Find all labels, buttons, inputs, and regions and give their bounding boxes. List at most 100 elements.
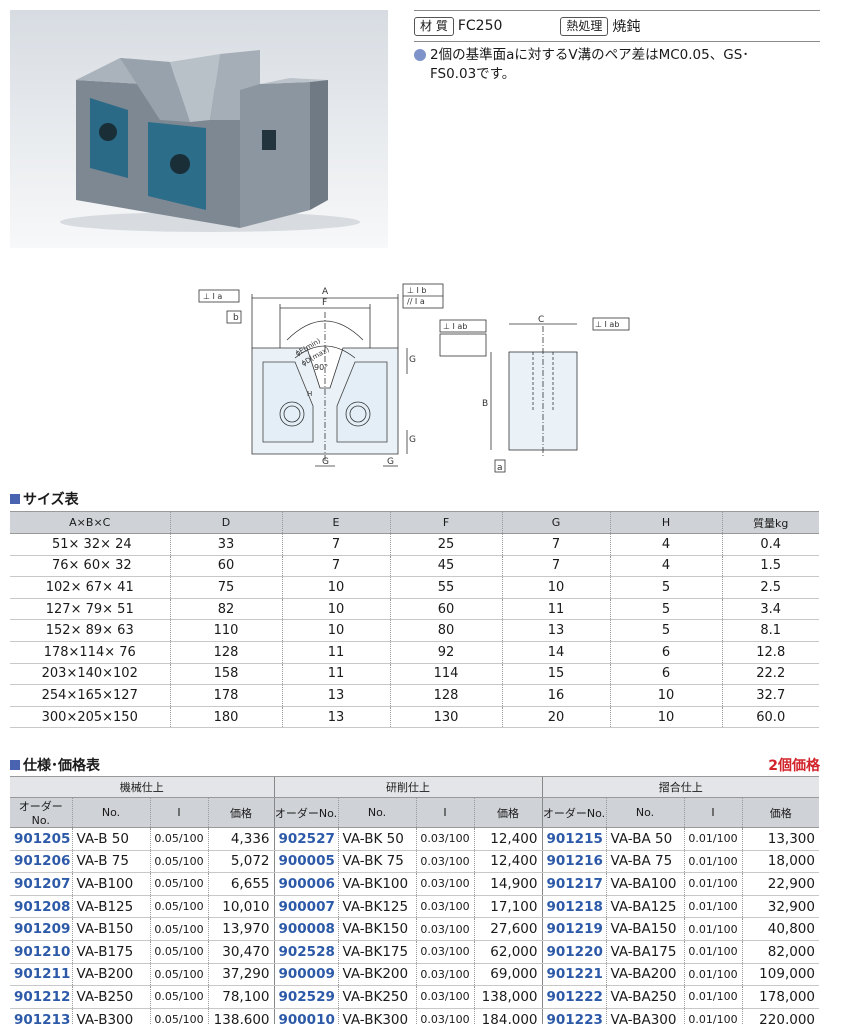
- front-view: [251, 294, 408, 467]
- tolerance: 0.05/100: [149, 1008, 208, 1024]
- size-cell: 2.5: [721, 576, 819, 599]
- tolerance: 0.03/100: [415, 1008, 474, 1024]
- size-cell: 128: [169, 641, 282, 664]
- order-number: 900005: [273, 850, 338, 874]
- price-col-header: オーダーNo.: [541, 797, 606, 828]
- size-cell: 13: [501, 619, 610, 642]
- size-cell: 55: [389, 576, 502, 599]
- order-number: 900006: [273, 872, 338, 896]
- feature-frames: [198, 283, 444, 324]
- tolerance: 0.05/100: [149, 985, 208, 1009]
- size-cell: 11: [501, 598, 610, 621]
- price: 178,000: [741, 985, 819, 1009]
- tolerance: 0.03/100: [415, 827, 474, 851]
- size-cell: 20: [501, 706, 610, 729]
- order-number: 900007: [273, 895, 338, 919]
- model-number: VA-BK125: [337, 895, 416, 919]
- datum-b: b: [233, 313, 239, 323]
- note-line-1: 2個の基準面aに対するV溝のペア差はMC0.05、GS･: [430, 47, 750, 63]
- order-number: 901205: [10, 827, 72, 851]
- price-col-header: I: [415, 797, 474, 828]
- model-number: VA-BA250: [605, 985, 684, 1009]
- size-cell: 25: [389, 533, 502, 556]
- price-table-heading: 仕様･価格表: [10, 755, 100, 775]
- size-col-header: A×B×C: [10, 511, 170, 534]
- model-number: VA-B125: [71, 895, 150, 919]
- order-number: 901208: [10, 895, 72, 919]
- mid-rule: [414, 41, 820, 42]
- price: 27,600: [473, 917, 542, 941]
- order-number: 901207: [10, 872, 72, 896]
- side-view: [439, 317, 630, 473]
- order-number: 902528: [273, 940, 338, 964]
- size-cell: 82: [169, 598, 282, 621]
- dim-G-right: G: [387, 457, 394, 467]
- size-cell: 7: [501, 555, 610, 578]
- order-number: 901206: [10, 850, 72, 874]
- size-cell: 300×205×150: [10, 706, 170, 729]
- price-col-header: No.: [605, 797, 684, 828]
- spec-panel: 材 質 FC250 熱処理 焼鈍 2個の基準面aに対するV溝のペア差はMC0.0…: [414, 10, 820, 84]
- tolerance: 0.05/100: [149, 940, 208, 964]
- order-number: 901212: [10, 985, 72, 1009]
- model-number: VA-BA200: [605, 963, 684, 987]
- dim-F: F: [322, 298, 327, 308]
- size-cell: 10: [281, 598, 390, 621]
- dim-C: C: [538, 315, 544, 325]
- tolerance: 0.03/100: [415, 963, 474, 987]
- order-number: 901222: [541, 985, 606, 1009]
- size-cell: 128: [389, 684, 502, 707]
- size-cell: 10: [281, 576, 390, 599]
- v-block-image: [60, 50, 360, 232]
- size-cell: 22.2: [721, 663, 819, 686]
- note: 2個の基準面aに対するV溝のペア差はMC0.05、GS･ FS0.03です。: [414, 46, 820, 84]
- order-number: 901213: [10, 1008, 72, 1024]
- size-col-header: H: [609, 511, 722, 534]
- top-rule: [414, 10, 820, 11]
- product-photo: [10, 10, 388, 248]
- tolerance: 0.01/100: [683, 1008, 742, 1024]
- price: 4,336: [207, 827, 274, 851]
- price-note: 2個価格: [768, 758, 820, 774]
- tolerance: 0.05/100: [149, 850, 208, 874]
- size-cell: 7: [281, 555, 390, 578]
- tolerance: 0.05/100: [149, 963, 208, 987]
- size-cell: 254×165×127: [10, 684, 170, 707]
- tolerance: 0.01/100: [683, 963, 742, 987]
- size-cell: 60.0: [721, 706, 819, 729]
- order-number: 901211: [10, 963, 72, 987]
- price: 14,900: [473, 872, 542, 896]
- model-number: VA-BA 50: [605, 827, 684, 851]
- size-cell: 15: [501, 663, 610, 686]
- order-number: 901209: [10, 917, 72, 941]
- price: 40,800: [741, 917, 819, 941]
- size-cell: 114: [389, 663, 502, 686]
- model-number: VA-BK300: [337, 1008, 416, 1024]
- price-table-title: 仕様･価格表: [23, 758, 100, 774]
- heading-square-icon: [10, 494, 20, 504]
- model-number: VA-BA175: [605, 940, 684, 964]
- size-cell: 11: [281, 641, 390, 664]
- size-cell: 33: [169, 533, 282, 556]
- model-number: VA-BA125: [605, 895, 684, 919]
- price: 10,010: [207, 895, 274, 919]
- size-cell: 158: [169, 663, 282, 686]
- dim-angle: 90°: [314, 363, 328, 372]
- model-number: VA-B100: [71, 872, 150, 896]
- material-tag: 材 質: [414, 16, 454, 36]
- price: 184,000: [473, 1008, 542, 1024]
- model-number: VA-BA100: [605, 872, 684, 896]
- size-cell: 152× 89× 63: [10, 619, 170, 642]
- size-cell: 110: [169, 619, 282, 642]
- size-cell: 180: [169, 706, 282, 729]
